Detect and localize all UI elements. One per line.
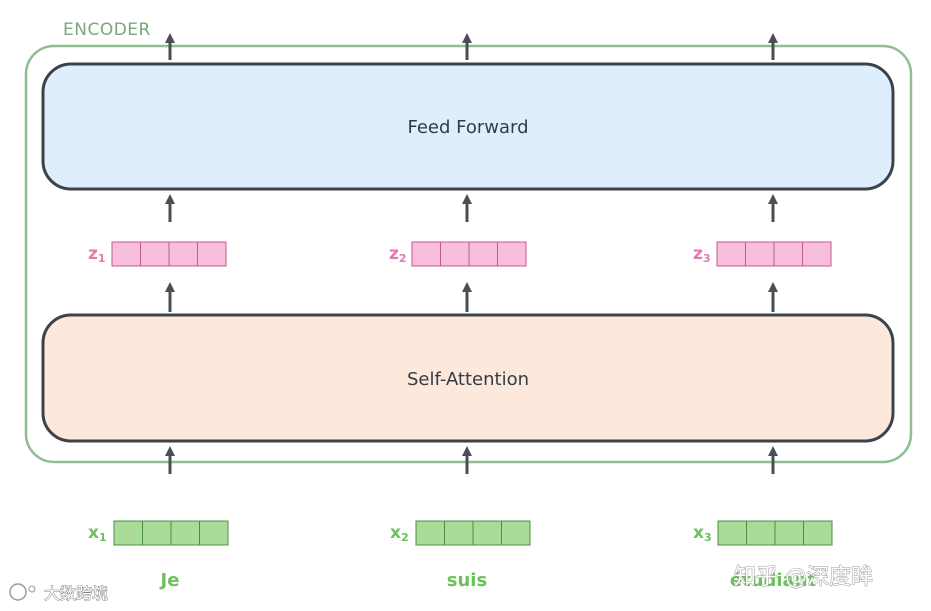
- z-vector-1-cell: [140, 241, 170, 267]
- x-vector-1-cell: [199, 520, 229, 546]
- z-vector-1-cell: [111, 241, 141, 267]
- x-vector-1: [113, 520, 229, 546]
- x-vector-1-cell: [170, 520, 200, 546]
- self-attention-label: Self-Attention: [407, 369, 529, 390]
- watermark-logo-icon: [9, 583, 27, 601]
- x-vector-1-cell: [113, 520, 143, 546]
- z-vector-2-cell: [497, 241, 527, 267]
- z-vector-2-cell: [468, 241, 498, 267]
- x-vector-3-cell: [717, 520, 747, 546]
- z-vector-2: [411, 241, 527, 267]
- x-vector-2-cell: [501, 520, 531, 546]
- watermark-right-text: 知乎 @深度眸: [734, 565, 873, 590]
- z-label-2: z2: [389, 244, 407, 265]
- x-vector-2-cell: [415, 520, 445, 546]
- z-vector-1-cell: [197, 241, 227, 267]
- input-word-3: étudiant: [730, 570, 817, 591]
- feed-forward-label: Feed Forward: [407, 117, 528, 138]
- x-vector-1-cell: [142, 520, 172, 546]
- encoder-title: ENCODER: [63, 20, 151, 40]
- watermark-dot-icon: [28, 585, 36, 593]
- x-label-1: x1: [88, 523, 107, 544]
- x-vector-3: [717, 520, 833, 546]
- input-word-1: Je: [159, 570, 180, 591]
- z-vector-1: [111, 241, 227, 267]
- watermark-left-text: 大数跨境: [44, 584, 108, 603]
- feed-forward-layer: [41, 62, 895, 191]
- x-vector-2: [415, 520, 531, 546]
- z-label-3: z3: [693, 244, 711, 265]
- z-vector-1-cell: [168, 241, 198, 267]
- z-vector-2-cell: [440, 241, 470, 267]
- watermark-left: 大数跨境: [9, 583, 109, 604]
- self-attention-layer: [41, 313, 895, 443]
- z-vector-3-cell: [716, 241, 746, 267]
- z-vector-3-cell: [745, 241, 775, 267]
- z-vector-3-cell: [802, 241, 832, 267]
- x-vector-3-cell: [774, 520, 804, 546]
- x-vector-2-cell: [472, 520, 502, 546]
- input-word-2: suis: [447, 570, 487, 591]
- z-vector-3-cell: [773, 241, 803, 267]
- x-label-2: x2: [390, 523, 409, 544]
- z-vector-3: [716, 241, 832, 267]
- x-vector-2-cell: [444, 520, 474, 546]
- z-label-1: z1: [88, 244, 106, 265]
- x-vector-3-cell: [746, 520, 776, 546]
- x-label-3: x3: [693, 523, 712, 544]
- x-vector-3-cell: [803, 520, 833, 546]
- z-vector-2-cell: [411, 241, 441, 267]
